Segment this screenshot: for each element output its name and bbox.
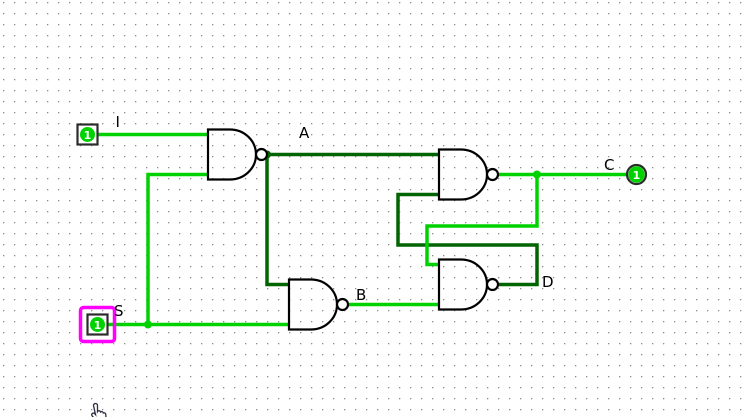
input-pin-s-label: S [114, 302, 124, 320]
wire-d-label: D [542, 273, 554, 291]
input-pin-i-value: 1 [84, 129, 92, 142]
input-pin-i[interactable]: 1 [76, 123, 99, 146]
output-pin-c-value: 1 [633, 169, 641, 182]
selection-highlight [78, 305, 117, 344]
input-pin-i-state-icon [80, 127, 95, 142]
wire-a-branch-down[interactable] [265, 154, 289, 287]
wire-c-feedback[interactable] [425, 174, 539, 267]
input-pin-i-label: I [116, 113, 120, 131]
wire-a-label: A [299, 124, 310, 142]
input-pin-s-state-icon [90, 317, 105, 332]
output-pin-c-state-icon [628, 166, 645, 183]
wire-s-branch-up[interactable] [146, 172, 208, 325]
junction-dot-s [144, 320, 152, 329]
input-pin-s-value: 1 [94, 319, 102, 332]
wires-low-group [265, 152, 539, 287]
output-pin-c[interactable]: 1 [625, 163, 648, 186]
nand-gate-4-bubble-icon [485, 277, 500, 292]
nand-gate-3-bubble-icon [485, 167, 500, 182]
output-pin-c-label: C [604, 156, 614, 174]
junction-dot-c [533, 170, 541, 179]
wire-b-label: B [356, 286, 366, 304]
poke-hand-cursor-icon [91, 402, 107, 417]
gates-group [206, 128, 500, 331]
wire-d-feedback[interactable] [396, 192, 539, 287]
nand-gate-1-bubble-icon [254, 147, 269, 162]
wires-high-group [97, 132, 627, 327]
output-pin-c-ring[interactable] [625, 163, 648, 186]
nand-gate-2-bubble-icon [335, 297, 350, 312]
input-pin-s[interactable]: 1 [78, 305, 117, 344]
